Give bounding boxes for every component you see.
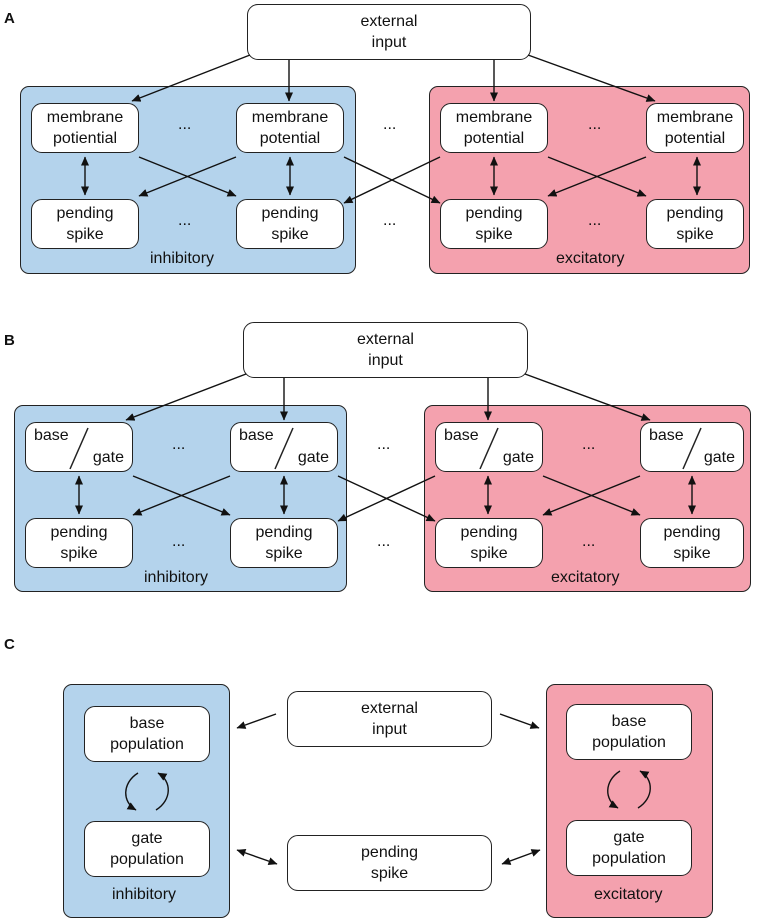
a-excitatory-label: excitatory <box>556 250 625 267</box>
b-base-label: base <box>649 427 684 444</box>
a-ellipsis: ... <box>178 212 192 229</box>
b-base-gate-node: base gate <box>25 422 133 472</box>
a-ellipsis: ... <box>383 116 397 133</box>
b-pending-3: pending spike <box>435 518 543 568</box>
panel-b-letter: B <box>4 332 15 349</box>
b-excitatory-label: excitatory <box>551 569 620 586</box>
b-ellipsis: ... <box>582 436 596 453</box>
b-pending-4: pending spike <box>640 518 744 568</box>
a-cross-arrow <box>343 156 441 204</box>
b-base-gate-node: base gate <box>230 422 338 472</box>
a-ellipsis: ... <box>588 116 602 133</box>
b-pending-2: pending spike <box>230 518 338 568</box>
c-pending-spike: pending spike <box>287 835 492 891</box>
c-excitatory-label: excitatory <box>594 886 663 903</box>
a-membrane-1: membrane potiential <box>31 103 139 153</box>
b-ellipsis: ... <box>377 436 391 453</box>
a-inhibitory-label: inhibitory <box>150 250 215 267</box>
c-exc-gate-population: gate population <box>566 820 692 876</box>
b-pending-1: pending spike <box>25 518 133 568</box>
b-cross-arrow <box>337 475 436 522</box>
c-inh-gate-population: gate population <box>84 821 210 877</box>
b-base-label: base <box>34 427 69 444</box>
a-membrane-3: membrane potential <box>440 103 548 153</box>
c-external-input: external input <box>287 691 492 747</box>
b-gate-label: gate <box>703 449 735 466</box>
a-ellipsis: ... <box>178 116 192 133</box>
a-pending-1: pending spike <box>31 199 139 249</box>
b-gate-label: gate <box>297 449 329 466</box>
b-base-label: base <box>444 427 479 444</box>
a-pending-3: pending spike <box>440 199 548 249</box>
a-pending-4: pending spike <box>646 199 744 249</box>
c-pending-arrow-right <box>501 849 541 865</box>
b-ellipsis: ... <box>172 533 186 550</box>
a-external-input: external input <box>247 4 531 60</box>
b-gate-label: gate <box>92 449 124 466</box>
c-exc-base-population: base population <box>566 704 692 760</box>
b-ellipsis: ... <box>377 533 391 550</box>
b-base-label: base <box>239 427 274 444</box>
a-pending-2: pending spike <box>236 199 344 249</box>
a-membrane-4: membrane potential <box>646 103 744 153</box>
a-membrane-2: membrane potential <box>236 103 344 153</box>
b-ellipsis: ... <box>582 533 596 550</box>
a-ellipsis: ... <box>383 212 397 229</box>
b-external-input: external input <box>243 322 528 378</box>
b-cross-arrow <box>337 475 436 522</box>
c-input-arrow-left <box>236 713 277 729</box>
a-ellipsis: ... <box>588 212 602 229</box>
c-input-arrow-right <box>499 713 540 729</box>
b-ellipsis: ... <box>172 436 186 453</box>
a-cross-arrow <box>343 156 441 204</box>
c-inhibitory-label: inhibitory <box>112 886 177 903</box>
c-pending-arrow-left <box>236 849 278 865</box>
c-inh-base-population: base population <box>84 706 210 762</box>
b-base-gate-node: base gate <box>640 422 744 472</box>
b-gate-label: gate <box>502 449 534 466</box>
panel-a-letter: A <box>4 10 15 27</box>
b-inhibitory-label: inhibitory <box>144 569 209 586</box>
b-base-gate-node: base gate <box>435 422 543 472</box>
panel-c-letter: C <box>4 636 15 653</box>
